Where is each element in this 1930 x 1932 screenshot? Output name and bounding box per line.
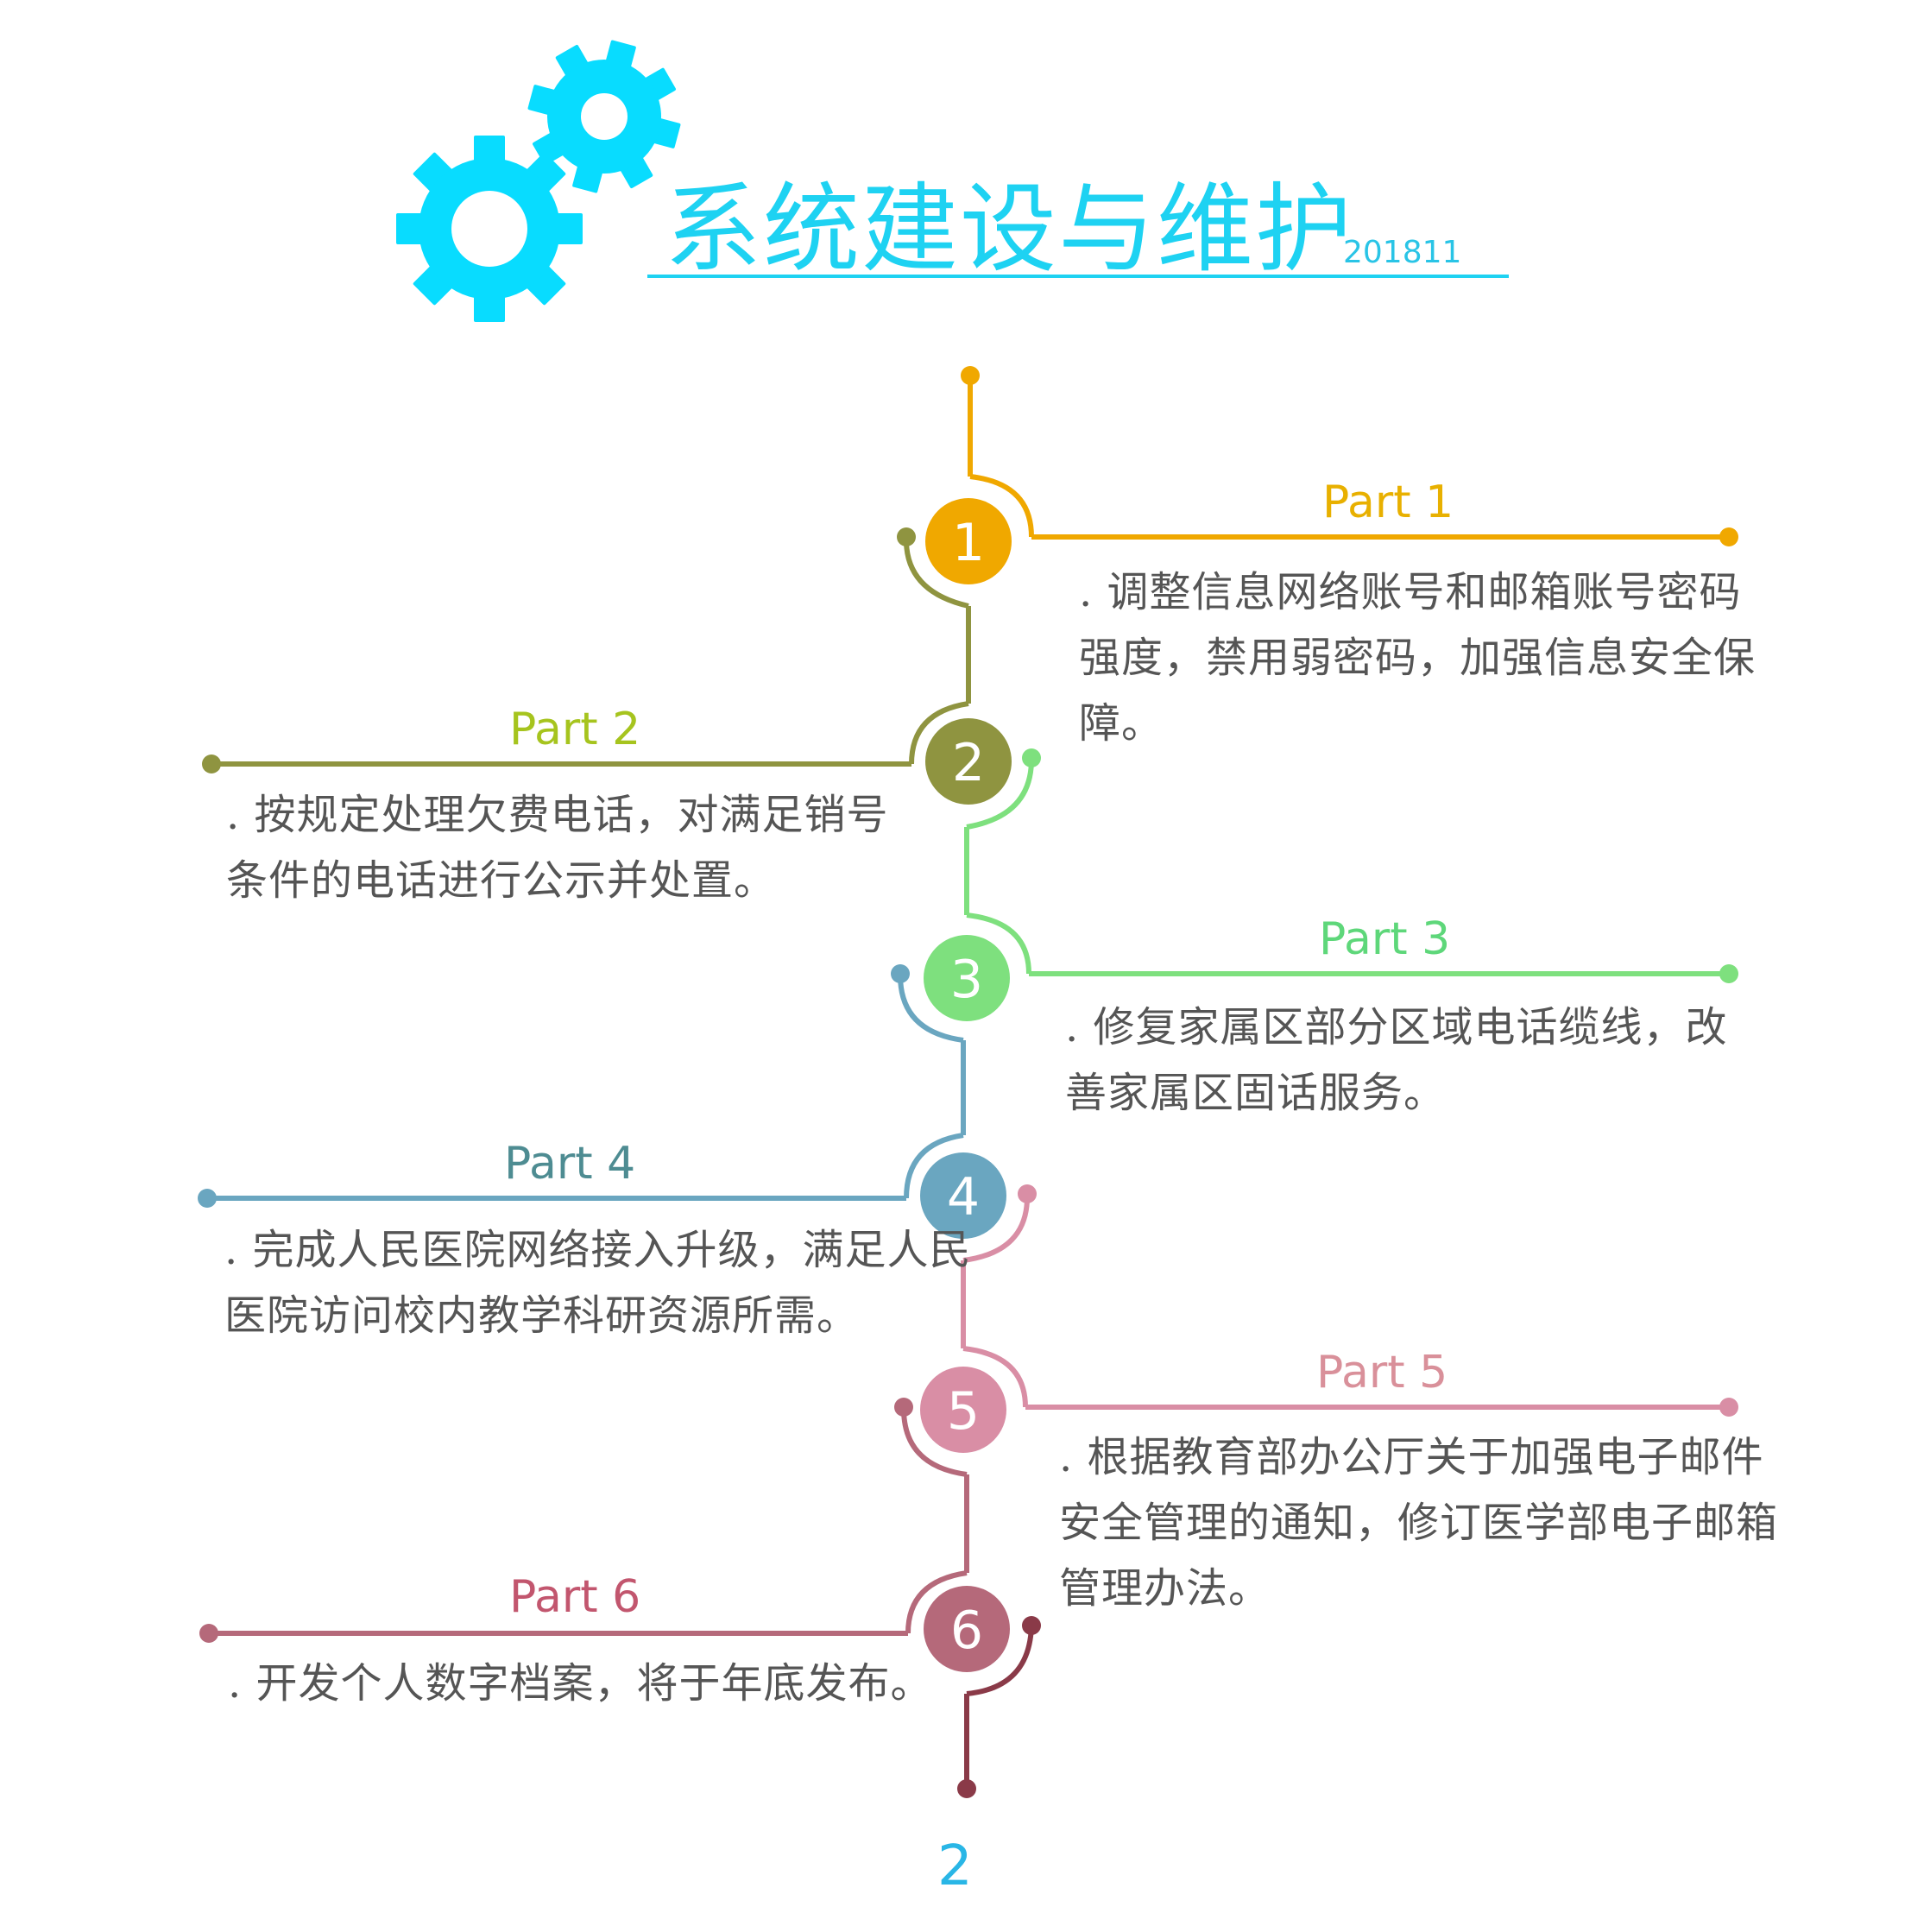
part-4-connector bbox=[207, 973, 966, 1201]
part-1-circle bbox=[925, 498, 1012, 584]
part-5-desc: . 根据教育部办公厅关于加强电子邮件安全管理的通知，修订医学部电子邮箱管理办法。 bbox=[1059, 1433, 1779, 1613]
part-3-circle bbox=[924, 935, 1010, 1021]
part-2-circle bbox=[925, 718, 1012, 805]
part-5-number: 5 bbox=[947, 1381, 980, 1442]
part-2-start-dot bbox=[897, 527, 916, 546]
part-6-desc: . 开发个人数字档案，将于年底发布。 bbox=[228, 1659, 933, 1708]
timeline-tail bbox=[964, 1625, 1034, 1789]
gear-icon-large bbox=[396, 136, 583, 322]
part-1-desc: . 调整信息网络账号和邮箱账号密码强度，禁用弱密码，加强信息安全保障。 bbox=[1079, 568, 1757, 748]
part-4-desc: . 完成人民医院网络接入升级，满足人民医院访问校内教学科研资源所需。 bbox=[224, 1226, 972, 1340]
part-5-end-dot bbox=[1719, 1398, 1738, 1417]
part-2-title: Part 2 bbox=[509, 704, 641, 755]
part-6-title: Part 6 bbox=[509, 1571, 641, 1623]
part-2-desc: . 按规定处理欠费电话，对满足销号条件的电话进行公示并处置。 bbox=[226, 791, 889, 905]
part-2-connector bbox=[211, 536, 971, 767]
part-4-title: Part 4 bbox=[504, 1138, 636, 1190]
page-title: 系统建设与维护 bbox=[665, 174, 1353, 286]
part-5-title: Part 5 bbox=[1316, 1347, 1448, 1398]
part-3-number: 3 bbox=[950, 950, 983, 1010]
header-date: 201811 bbox=[1343, 235, 1462, 270]
gear-icon-small bbox=[527, 40, 681, 193]
part-4-circle bbox=[920, 1152, 1006, 1239]
part-2-number: 2 bbox=[952, 733, 985, 793]
part-1-number: 1 bbox=[952, 513, 985, 573]
part-6-circle bbox=[924, 1586, 1010, 1672]
part-4-start-dot bbox=[891, 964, 910, 983]
part-6-start-dot bbox=[894, 1398, 913, 1417]
part-1-connector bbox=[968, 376, 1729, 540]
part-3-connector bbox=[964, 757, 1729, 976]
part-1-title: Part 1 bbox=[1322, 477, 1454, 528]
timeline-tail-dot bbox=[1022, 1616, 1041, 1635]
part-4-number: 4 bbox=[947, 1167, 980, 1228]
part-5-start-dot bbox=[1018, 1184, 1037, 1203]
part-1-end-dot bbox=[1719, 527, 1738, 546]
part-3-desc: . 修复家属区部分区域电话缆线，改善家属区固话服务。 bbox=[1065, 1003, 1728, 1117]
part-1-start-dot bbox=[961, 366, 980, 385]
part-2-end-dot bbox=[202, 754, 221, 773]
part-6-number: 6 bbox=[950, 1601, 983, 1661]
part-3-title: Part 3 bbox=[1319, 913, 1451, 965]
timeline-end-dot bbox=[957, 1779, 976, 1798]
part-5-connector bbox=[961, 1193, 1729, 1410]
part-6-connector bbox=[209, 1406, 969, 1636]
part-4-end-dot bbox=[198, 1189, 217, 1208]
part-6-end-dot bbox=[199, 1624, 218, 1643]
page-number: 2 bbox=[937, 1834, 973, 1898]
part-3-start-dot bbox=[1022, 748, 1041, 767]
part-5-circle bbox=[920, 1367, 1006, 1453]
part-3-end-dot bbox=[1719, 964, 1738, 983]
